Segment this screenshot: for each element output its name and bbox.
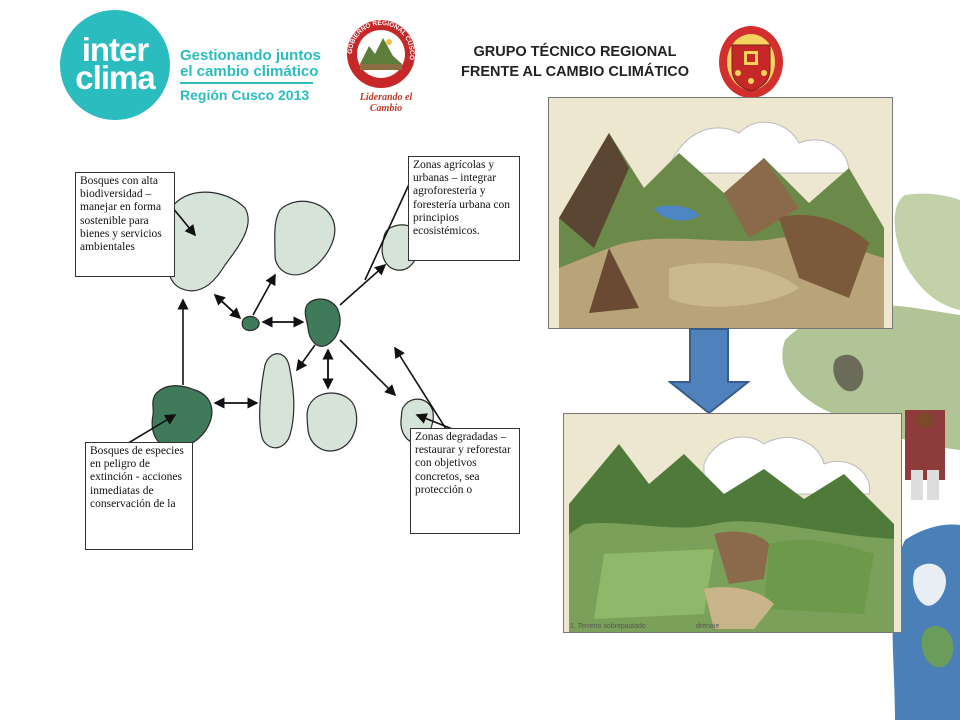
landscape-before-image <box>548 97 893 329</box>
patch-small-dark <box>241 315 260 332</box>
tagline-divider <box>180 82 313 84</box>
diagram-canvas <box>124 179 456 452</box>
decorative-collage <box>782 193 960 720</box>
logo-text-inter: inter <box>81 31 150 68</box>
patch-tall-middle <box>259 353 295 449</box>
landscape-after-drawing <box>564 414 901 632</box>
landscape-after-image: 1. Terreno sobrepastado drenaje <box>563 413 902 633</box>
tagline-line2: el cambio climático <box>180 63 319 80</box>
label-endangered-forests: Bosques de especies en peligro de extinc… <box>85 442 193 550</box>
title-line2: FRENTE AL CAMBIO CLIMÁTICO <box>461 64 689 80</box>
page-title: GRUPO TÉCNICO REGIONAL FRENTE AL CAMBIO … <box>440 42 710 82</box>
ecosystem-diagram: Bosques con alta biodiversidad – manejar… <box>75 150 520 550</box>
caption-overgrazed: 1. Terreno sobrepastado <box>570 623 646 630</box>
seal-caption: Liderando el Cambio <box>359 92 413 114</box>
diagram-arrows <box>124 179 456 446</box>
caption-drainage: drenaje <box>696 623 720 630</box>
landscape-before-drawing <box>549 98 892 328</box>
title-line1: GRUPO TÉCNICO REGIONAL <box>473 44 677 60</box>
region-label: Región Cusco 2013 <box>180 87 310 103</box>
interclima-logo: inter clima <box>60 10 170 120</box>
patch-endangered-dark <box>151 385 213 449</box>
label-agricultural-urban: Zonas agrícolas y urbanas – integrar agr… <box>408 156 520 261</box>
patch-lower-middle <box>306 392 358 452</box>
patch-high-biodiversity <box>167 191 249 292</box>
gobierno-regional-seal: GOBIERNO REGIONAL CUSCO <box>347 20 415 88</box>
tagline-line1: Gestionando juntos <box>180 47 321 64</box>
label-degraded-zones: Zonas degradadas – restaurar y reforesta… <box>410 428 520 534</box>
patch-top-middle <box>274 200 336 276</box>
logo-text-clima: clima <box>75 59 155 96</box>
transition-arrow <box>668 328 750 415</box>
tagline: Gestionando juntos el cambio climático <box>180 48 321 80</box>
patch-central-dark <box>304 298 341 347</box>
cusco-coat-of-arms <box>719 26 783 98</box>
label-high-biodiversity: Bosques con alta biodiversidad – manejar… <box>75 172 175 277</box>
